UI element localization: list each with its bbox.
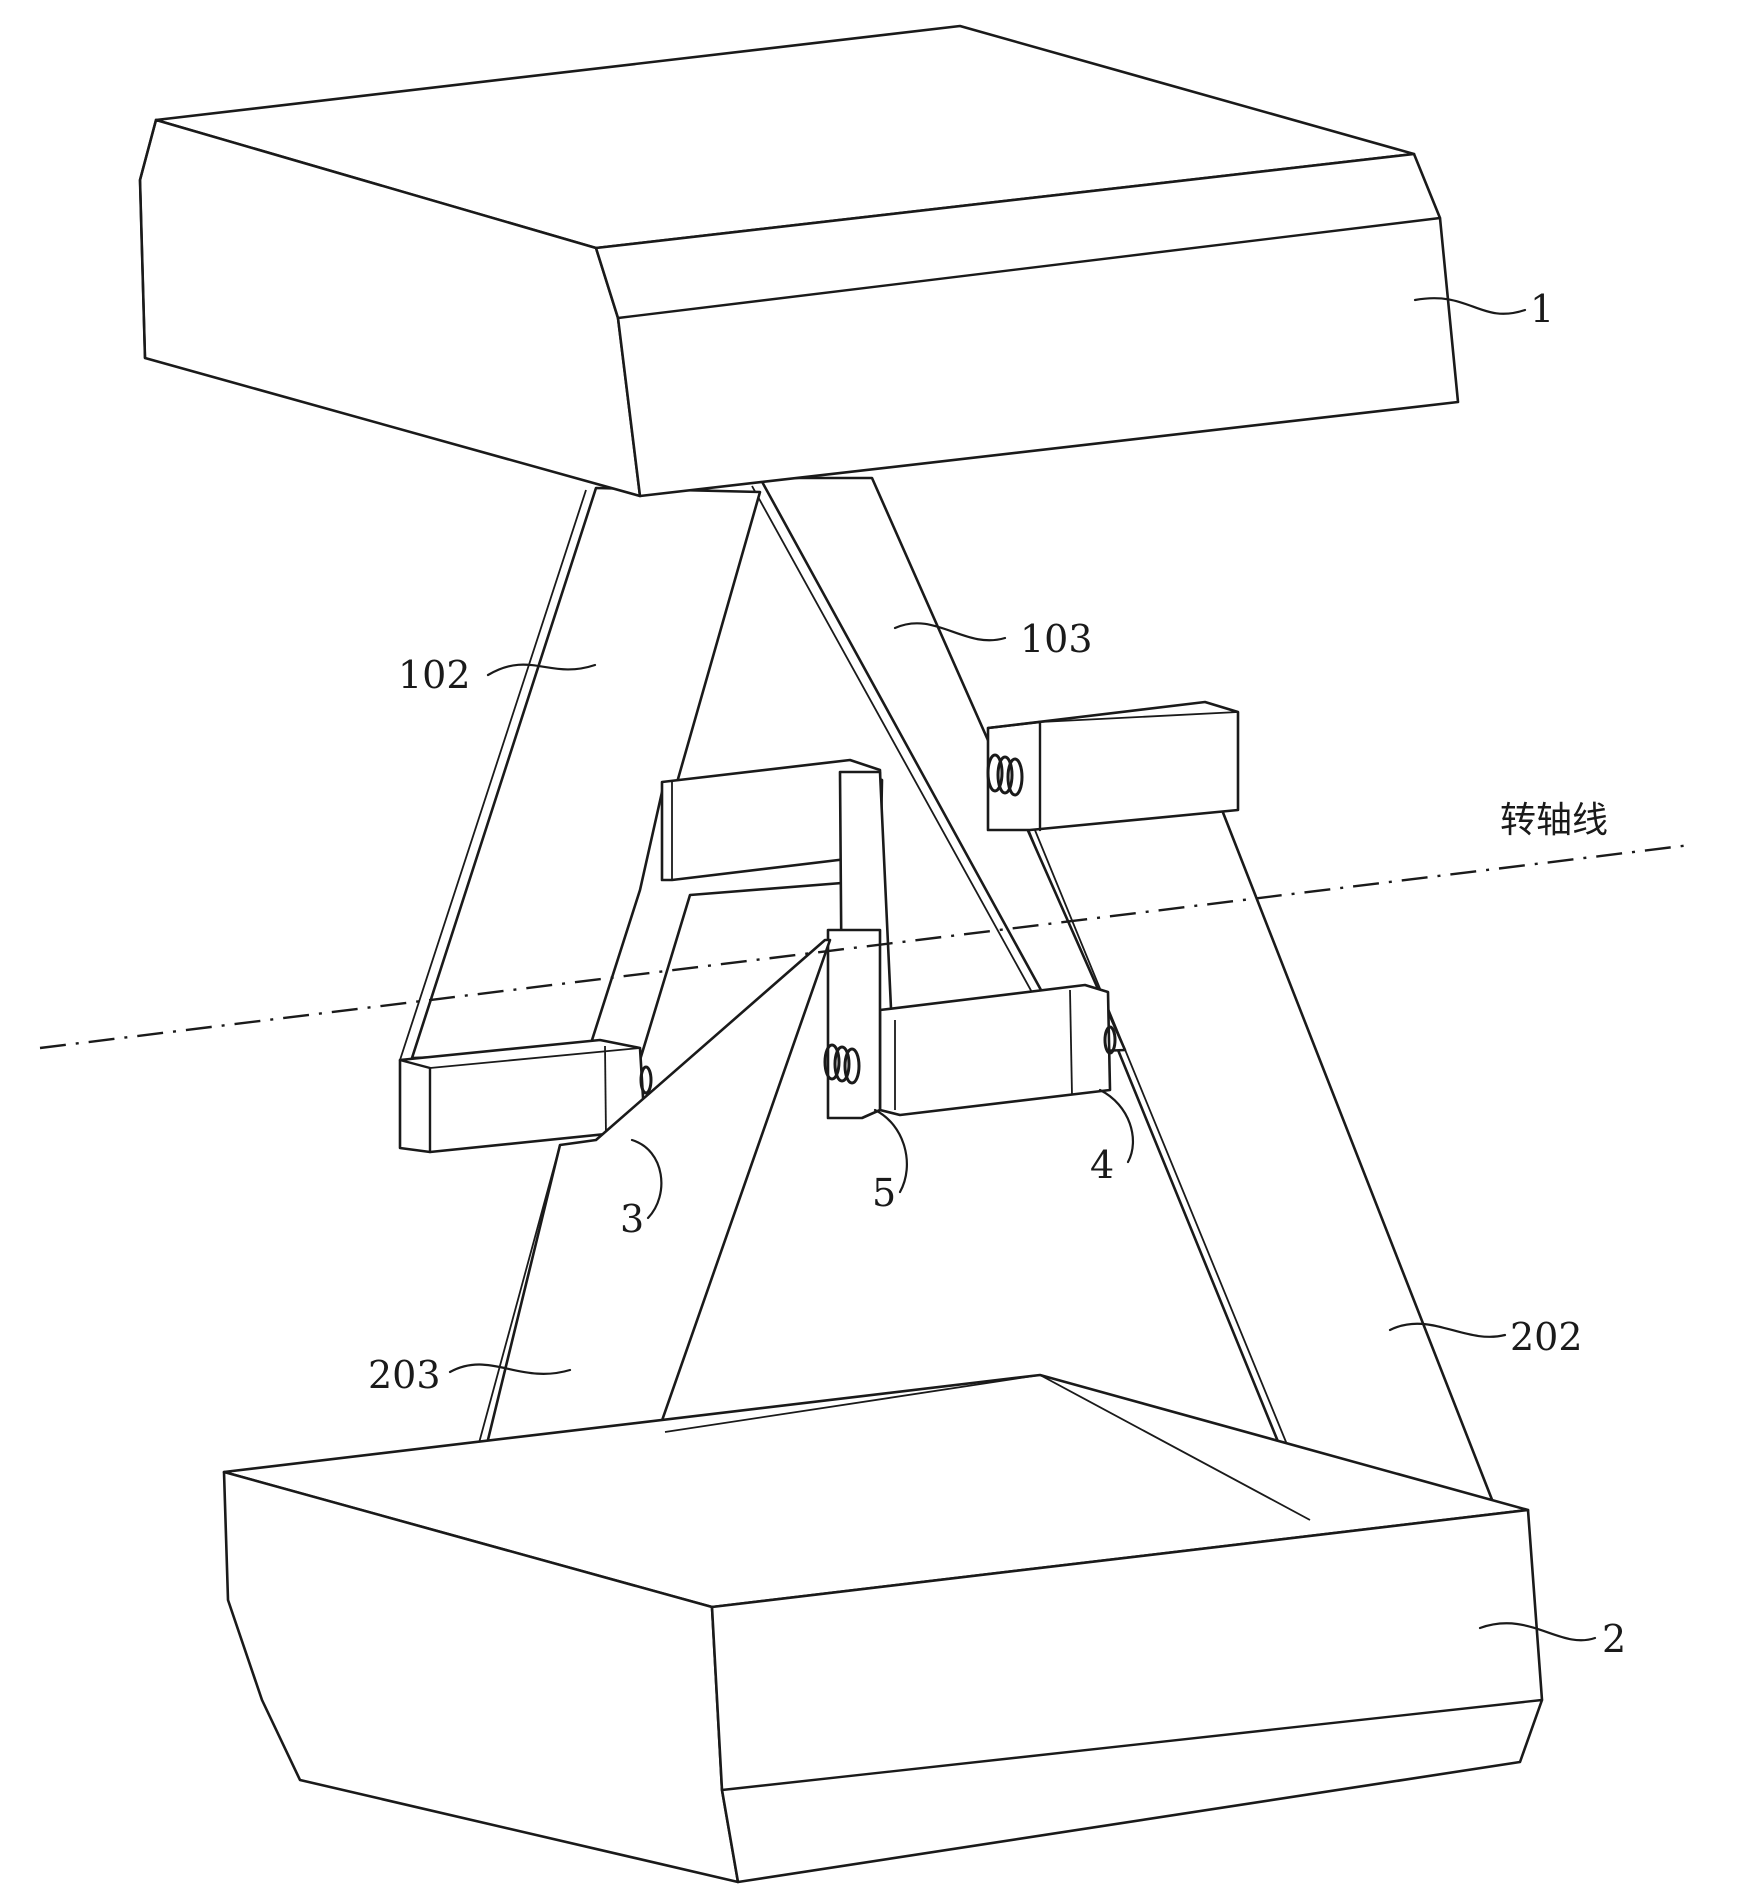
label-202: 202: [1510, 1315, 1583, 1359]
leader-lines: [448, 297, 1597, 1642]
leader-5: [873, 1108, 908, 1194]
top-block: [138, 24, 1460, 498]
leg-103: [751, 476, 1127, 1054]
label-4: 4: [1090, 1143, 1114, 1187]
left-cross-block: [398, 1038, 647, 1154]
upper-right-bar: [986, 700, 1240, 832]
leader-3: [630, 1138, 663, 1220]
label-102: 102: [398, 653, 471, 697]
spring-hinge-upper: [986, 753, 1024, 797]
leader-202: [1388, 1322, 1507, 1338]
leader-1: [1413, 297, 1527, 315]
spring-hinge-left: [639, 1065, 653, 1095]
label-3: 3: [620, 1197, 644, 1241]
leg-102: [399, 486, 762, 1061]
spring-hinge-right: [1103, 1025, 1117, 1055]
leader-2: [1478, 1622, 1597, 1642]
leader-103: [893, 622, 1007, 642]
leader-203: [448, 1363, 572, 1375]
spring-hinge-center: [823, 1043, 861, 1085]
leader-102: [486, 663, 597, 677]
label-5: 5: [872, 1171, 896, 1215]
axis-label: 转轴线: [1500, 800, 1608, 841]
labels: 1 2 102 103 202 203 3 5 4 转轴线: [368, 287, 1626, 1661]
label-1: 1: [1530, 287, 1554, 331]
label-2: 2: [1602, 1617, 1626, 1661]
center-frame: [583, 758, 1112, 1120]
label-203: 203: [368, 1353, 441, 1397]
leader-4: [1098, 1088, 1135, 1164]
bottom-block: [222, 1373, 1544, 1884]
label-103: 103: [1020, 617, 1093, 661]
rotation-axis: [39, 843, 1691, 1050]
